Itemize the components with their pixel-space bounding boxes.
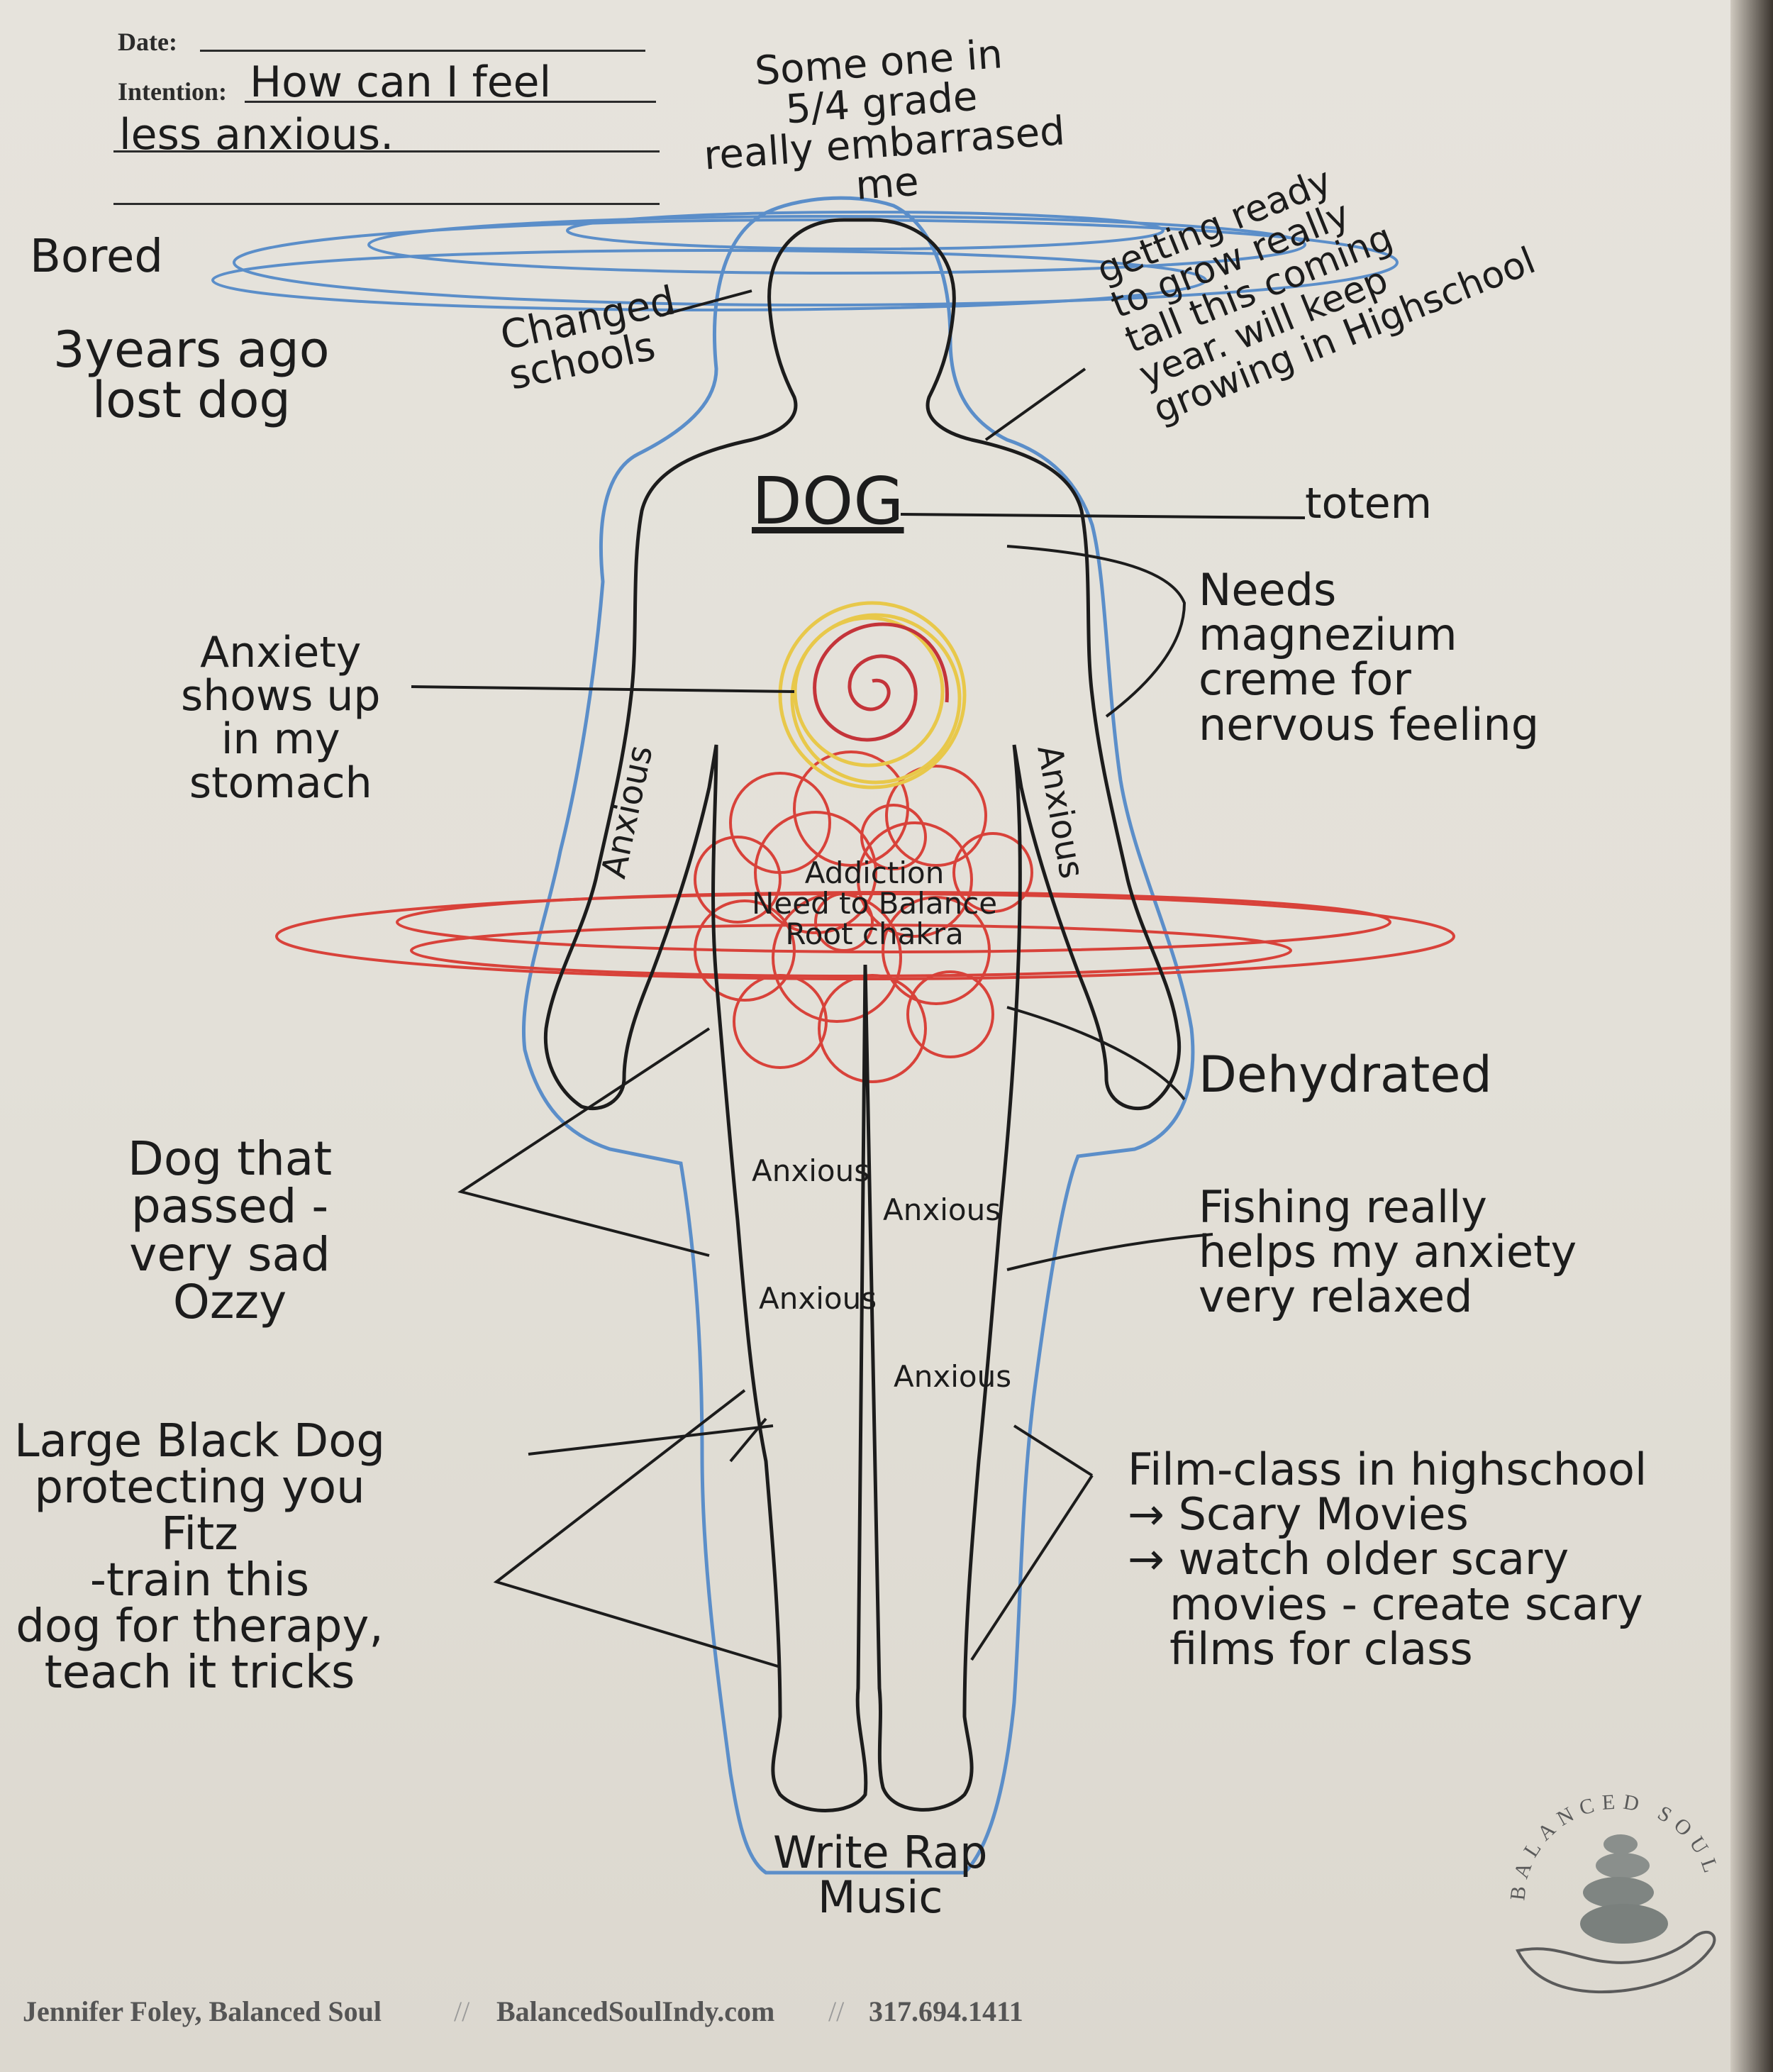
body-aura-outline bbox=[521, 196, 1195, 1875]
body-outline bbox=[543, 218, 1182, 1812]
intention-line-1 bbox=[245, 101, 656, 103]
note-dog-passed: Dog that passed - very sad Ozzy bbox=[128, 1131, 333, 1329]
note-lost-dog: 3years ago lost dog bbox=[53, 321, 330, 430]
note-film-class: Film-class in highschool → Scary Movies … bbox=[1128, 1444, 1647, 1675]
note-anxious-leg-4: Anxious bbox=[894, 1359, 1012, 1394]
note-anxious-leg-3: Anxious bbox=[759, 1281, 877, 1316]
footer-phone[interactable]: 317.694.1411 bbox=[869, 1995, 1023, 2027]
intention-line-2 bbox=[113, 150, 660, 153]
footer-website[interactable]: BalancedSoulIndy.com bbox=[496, 1995, 775, 2027]
note-embarrassed: Some one in 5/4 grade really embarrased … bbox=[702, 31, 1067, 210]
note-anxious-leg-1: Anxious bbox=[752, 1153, 870, 1188]
crown-aura bbox=[211, 211, 1399, 311]
stacked-stones-icon: BALANCED SOUL bbox=[1506, 1790, 1718, 1994]
note-rap-music: Write Rap Music bbox=[773, 1827, 988, 1924]
footer-name: Jennifer Foley, Balanced Soul bbox=[23, 1995, 382, 2027]
balanced-soul-logo: BALANCED SOUL bbox=[1496, 1766, 1730, 2029]
note-dehydrated: Dehydrated bbox=[1199, 1046, 1492, 1104]
intention-value-line2: less anxious. bbox=[119, 110, 394, 160]
body-map-drawing bbox=[211, 196, 1455, 1875]
note-anxious-leg-2: Anxious bbox=[883, 1192, 1001, 1227]
note-dog-totem-label: DOG bbox=[752, 463, 904, 539]
note-fishing: Fishing really helps my anxiety very rel… bbox=[1199, 1181, 1577, 1323]
date-line bbox=[200, 50, 645, 52]
date-label: Date: bbox=[118, 28, 177, 56]
solar-plexus-circle bbox=[778, 601, 967, 790]
solar-plexus-spiral bbox=[813, 622, 949, 742]
note-anxiety-stomach: Anxiety shows up in my stomach bbox=[181, 628, 381, 808]
note-magnesium: Needs magnezium creme for nervous feelin… bbox=[1199, 564, 1540, 750]
footer-separator-2: // bbox=[828, 1995, 845, 2027]
note-large-black-dog: Large Black Dog protecting you Fitz -tra… bbox=[14, 1415, 385, 1700]
note-addiction: Addiction Need to Balance Root chakra bbox=[752, 855, 998, 951]
worksheet-page: Date: Intention: How can I feel less anx… bbox=[0, 0, 1730, 2072]
intention-value-line1: How can I feel bbox=[250, 57, 552, 107]
note-totem: totem bbox=[1305, 479, 1433, 528]
intention-line-3 bbox=[113, 203, 660, 205]
root-chakra-scribble bbox=[694, 750, 1033, 1083]
annotation-pointer-lines bbox=[411, 289, 1306, 1668]
page-shadow-edge bbox=[1730, 0, 1773, 2072]
intention-label: Intention: bbox=[118, 77, 228, 106]
footer-separator-1: // bbox=[454, 1995, 470, 2027]
note-bored: Bored bbox=[30, 231, 163, 283]
